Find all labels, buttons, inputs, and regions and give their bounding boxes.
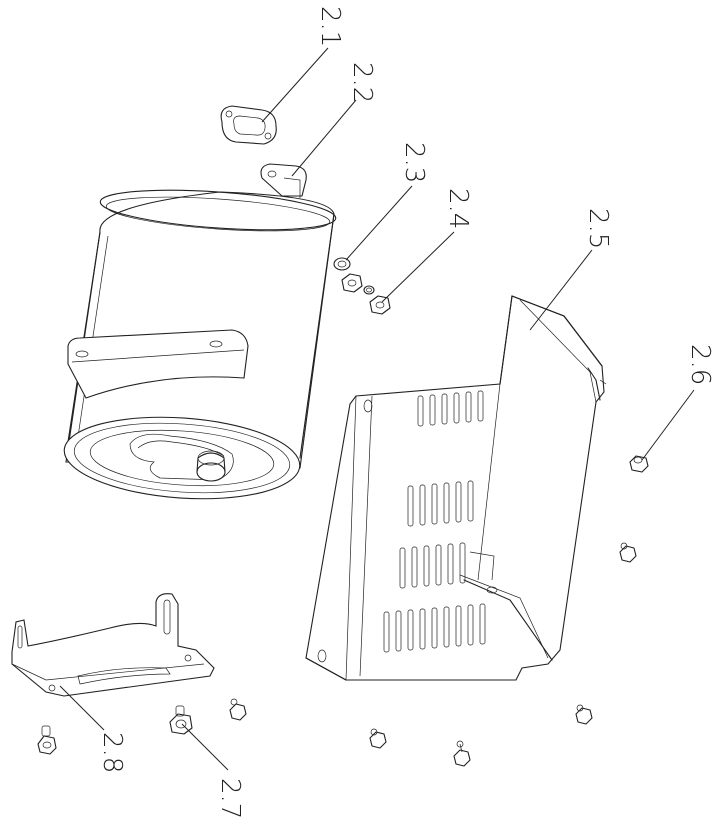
part-gasket: [220, 105, 277, 145]
callout-2-3: 2.3: [399, 142, 429, 183]
bolt-center-1: [369, 728, 387, 749]
bolt-right-2: [575, 704, 593, 725]
part-lower-bracket: [11, 593, 215, 697]
callout-2-4: 2.4: [443, 188, 473, 229]
part-outlet-flange: [260, 163, 307, 198]
leader-lines: [59, 47, 695, 771]
callout-2-8: 2.8: [97, 732, 127, 773]
bolt-2-7: [169, 705, 193, 735]
callout-2-1: 2.1: [315, 6, 345, 47]
callout-2-5: 2.5: [583, 208, 613, 249]
callout-2-2: 2.2: [347, 62, 377, 103]
part-heat-shield: [305, 295, 607, 681]
bolt-left-2: [37, 725, 57, 755]
bolt-left-1: [229, 698, 247, 721]
part-muffler: [63, 189, 337, 500]
callout-2-6: 2.6: [685, 344, 715, 385]
bolt-center-2: [453, 740, 471, 767]
part-nuts: [341, 273, 391, 315]
callout-2-7: 2.7: [215, 778, 245, 819]
bolt-right-1: [619, 542, 637, 563]
part-washer: [333, 257, 351, 271]
bolt-2-6: [629, 455, 649, 473]
